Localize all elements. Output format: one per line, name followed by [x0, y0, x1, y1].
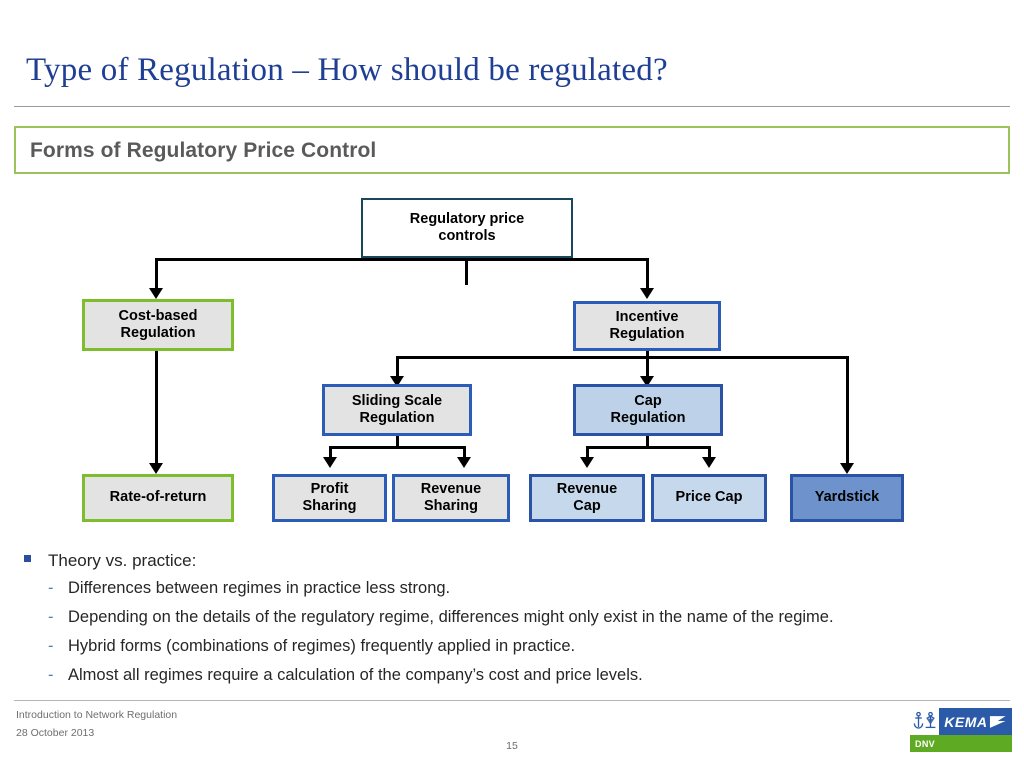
node-profit-sharing[interactable]: Profit Sharing — [272, 474, 387, 522]
node-label-line1: Incentive — [615, 308, 679, 325]
node-label-line1: Cap — [634, 392, 662, 409]
edge-incentive-to-sliding — [396, 356, 399, 378]
logo-bottom-band: DNV — [910, 735, 1012, 752]
bullet-level2-item: - Almost all regimes require a calculati… — [0, 666, 1024, 686]
edge-incentive-bus — [396, 356, 849, 359]
edge-root-bus — [155, 258, 649, 261]
logo-flag-icon — [989, 715, 1006, 728]
node-regulatory-price-controls[interactable]: Regulatory price controls — [361, 198, 573, 258]
edge-root-stem — [465, 258, 468, 285]
bullet-level2-item: - Differences between regimes in practic… — [0, 579, 1024, 599]
arrowhead-cost-based — [149, 288, 163, 299]
node-label-line2: Sharing — [302, 498, 357, 514]
node-revenue-sharing[interactable]: Revenue Sharing — [392, 474, 510, 522]
edge-root-to-cost-based — [155, 258, 158, 290]
section-header-label: Forms of Regulatory Price Control — [30, 139, 377, 162]
bullet-level2-item: - Depending on the details of the regula… — [0, 608, 1024, 628]
regulatory-price-control-diagram: Regulatory price controls Cost-based Reg… — [0, 185, 1024, 540]
edge-incentive-to-yardstick — [846, 356, 849, 466]
dash-bullet-icon: - — [48, 636, 54, 655]
node-label-line2: Cap — [573, 498, 601, 514]
edge-cost-based-to-rate-of-return — [155, 351, 158, 466]
edge-incentive-stem — [646, 351, 649, 359]
logo-top-band: KEMA — [910, 708, 1012, 735]
arrowhead-incentive — [640, 288, 654, 299]
arrowhead-revenue-cap — [580, 457, 594, 468]
node-sliding-scale-regulation[interactable]: Sliding Scale Regulation — [322, 384, 472, 436]
dnv-anchor-emblem-icon — [910, 708, 940, 735]
node-label-line1: Cost-based — [118, 307, 198, 324]
dash-bullet-icon: - — [48, 665, 54, 684]
bullet-level1: Theory vs. practice: — [0, 551, 1024, 571]
arrowhead-sliding-scale — [390, 376, 404, 387]
arrowhead-revenue-sharing — [457, 457, 471, 468]
arrowhead-profit-sharing — [323, 457, 337, 468]
section-header-box: Forms of Regulatory Price Control — [14, 126, 1010, 174]
square-bullet-icon — [24, 555, 31, 562]
node-price-cap[interactable]: Price Cap — [651, 474, 767, 522]
node-label-line2: Regulation — [610, 410, 686, 426]
node-label-line1: Yardstick — [814, 489, 880, 506]
node-label-line2: Regulation — [359, 410, 435, 426]
bullet-level2-text: Differences between regimes in practice … — [68, 579, 451, 598]
node-label-line1: Revenue — [420, 480, 482, 497]
footer-divider — [14, 700, 1010, 701]
arrowhead-yardstick — [840, 463, 854, 474]
node-label-line2: Sharing — [424, 498, 478, 514]
edge-cap-to-revenue-cap — [586, 446, 589, 460]
dash-bullet-icon: - — [48, 579, 54, 598]
node-label-line2: controls — [438, 228, 496, 244]
footer-date: 28 October 2013 — [16, 727, 95, 739]
bullet-level2-text: Hybrid forms (combinations of regimes) f… — [68, 636, 576, 655]
edge-sliding-bus — [329, 446, 466, 449]
node-label-line1: Price Cap — [675, 489, 743, 506]
edge-cap-stem — [646, 436, 649, 449]
edge-incentive-to-cap — [646, 356, 649, 378]
arrowhead-price-cap — [702, 457, 716, 468]
bullet-list: Theory vs. practice: - Differences betwe… — [0, 551, 1024, 695]
bullet-level2-item: - Hybrid forms (combinations of regimes)… — [0, 637, 1024, 657]
node-rate-of-return[interactable]: Rate-of-return — [82, 474, 234, 522]
bullet-level2-text: Depending on the details of the regulato… — [68, 608, 834, 627]
node-label-line2: Regulation — [609, 326, 685, 342]
node-cost-based-regulation[interactable]: Cost-based Regulation — [82, 299, 234, 351]
logo-dnv-wordmark: DNV — [915, 738, 935, 749]
footer-presentation-title: Introduction to Network Regulation — [16, 709, 178, 721]
node-label-line1: Rate-of-return — [109, 489, 207, 506]
bullet-level2-text: Almost all regimes require a calculation… — [68, 665, 643, 684]
edge-sliding-to-revenue-sharing — [463, 446, 466, 460]
node-incentive-regulation[interactable]: Incentive Regulation — [573, 301, 721, 351]
arrowhead-cap — [640, 376, 654, 387]
kema-dnv-logo: KEMA DNV — [910, 708, 1012, 752]
arrowhead-rate-of-return — [149, 463, 163, 474]
node-cap-regulation[interactable]: Cap Regulation — [573, 384, 723, 436]
title-divider — [14, 106, 1010, 107]
bullet-level1-text: Theory vs. practice: — [48, 551, 197, 570]
page-title: Type of Regulation – How should be regul… — [26, 52, 668, 88]
node-label-line1: Revenue — [556, 480, 618, 497]
edge-sliding-stem — [396, 436, 399, 449]
node-label-line1: Sliding Scale — [351, 392, 443, 409]
node-label-line1: Profit — [310, 480, 349, 497]
node-yardstick[interactable]: Yardstick — [790, 474, 904, 522]
node-label-line1: Regulatory price — [409, 210, 525, 227]
page-number: 15 — [506, 740, 518, 752]
edge-root-to-incentive — [646, 258, 649, 290]
logo-kema-wordmark: KEMA — [944, 713, 988, 730]
edge-cap-to-price-cap — [708, 446, 711, 460]
dash-bullet-icon: - — [48, 608, 54, 627]
node-revenue-cap[interactable]: Revenue Cap — [529, 474, 645, 522]
node-label-line2: Regulation — [120, 325, 196, 341]
edge-sliding-to-profit — [329, 446, 332, 460]
edge-cap-bus — [586, 446, 711, 449]
